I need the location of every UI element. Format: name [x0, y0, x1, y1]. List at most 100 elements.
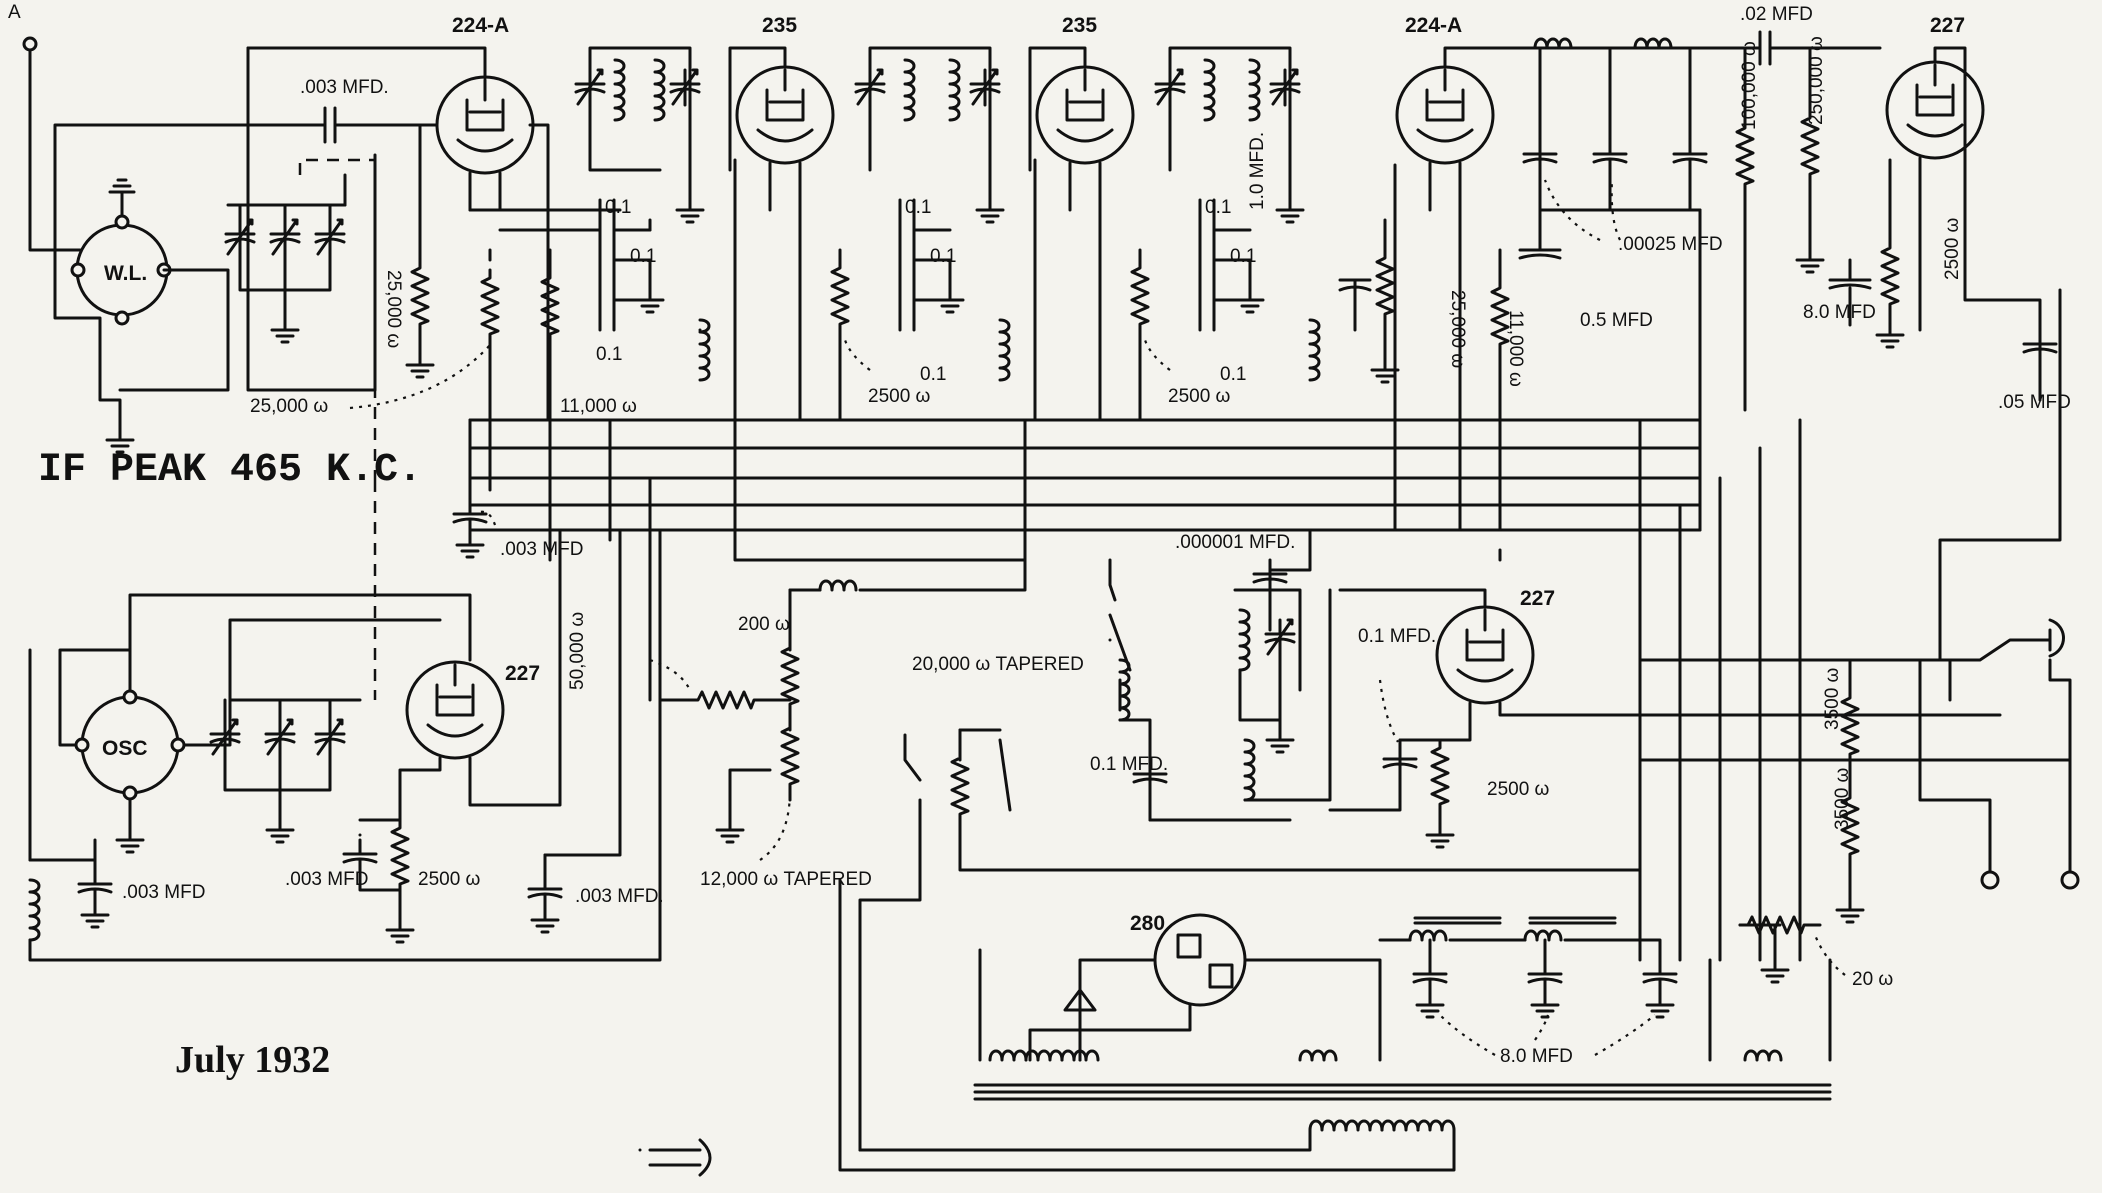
tone-control: 20,000 ω TAPERED	[858, 654, 1642, 1152]
tube-det2-label: 227	[1520, 587, 1555, 610]
cap-003-top: .003 MFD.	[246, 77, 422, 144]
c05-label: 0.5 MFD	[1580, 310, 1653, 331]
rf-choke-filter: .00025 MFD	[1522, 37, 1723, 255]
c000001-label: .000001 MFD.	[1175, 532, 1295, 553]
detector-network: 1.0 MFD. 25,000 ω 11,000 ω 0.5 MFD	[1247, 132, 1653, 422]
line-cord-plug	[638, 878, 862, 1177]
cap-05-output: .05 MFD	[1998, 328, 2071, 413]
osc-tank: .003 MFD	[28, 528, 662, 962]
tube-2-label: 235	[762, 14, 797, 37]
r25000-c-label: 25,000 ω	[1447, 290, 1468, 368]
hum-balance: 20 ω	[1738, 915, 1893, 990]
tuning-cap-gang-1	[224, 173, 347, 344]
cap-000001: .000001 MFD.	[1175, 528, 1332, 802]
c8-top-label: 8.0 MFD	[1803, 302, 1876, 323]
tuning-cap-gang-2	[209, 698, 362, 844]
c01-i-label: 0.1	[1220, 364, 1246, 385]
tube-1: 224-A	[246, 14, 550, 422]
r3500-a-label: 3500 ω	[1822, 667, 1843, 730]
tube-5-bias: 8.0 MFD 2500 ω	[1803, 217, 1963, 349]
tube-det2: 227	[1328, 548, 1642, 812]
date-label: July 1932	[175, 1039, 330, 1081]
r11000-a-label: 11,000 ω	[560, 396, 637, 417]
stage1-bias: 25,000 ω 11,000 ω	[250, 208, 637, 492]
tube-2: 235	[728, 14, 835, 422]
c02-label: .02 MFD	[1740, 4, 1813, 25]
c00025-label: .00025 MFD	[1618, 234, 1723, 255]
tube-osc-label: 227	[505, 662, 540, 685]
audio-resistors: 100,000 ω 250,000 ω	[1735, 36, 1827, 412]
cap-01-mfd-left: 0.1 MFD.	[1090, 738, 1168, 822]
wl-coil-label: W.L.	[104, 262, 147, 285]
osc-bias: .003 MFD 2500 ω .003 MFD.	[285, 528, 664, 944]
r25000-b-label: 25,000 ω	[250, 396, 328, 417]
c01-mfd-l-label: 0.1 MFD.	[1090, 754, 1168, 775]
tube-5-label: 227	[1930, 14, 1965, 37]
tube-3-label: 235	[1062, 14, 1097, 37]
r200-label: 200 ω	[738, 614, 790, 635]
c01-b-label: 0.1	[630, 246, 656, 267]
r2500-a-label: 2500 ω	[868, 386, 931, 407]
det2-bias: 0.1 MFD. 2500 ω	[1358, 626, 1550, 849]
c01-c-label: 0.1	[596, 344, 622, 365]
tube-4-label: 224-A	[1405, 14, 1462, 37]
bus-lines	[468, 208, 2072, 962]
r2500-d-label: 2500 ω	[1487, 779, 1550, 800]
c003-osc2-label: .003 MFD	[285, 869, 368, 890]
speaker-jack	[1918, 288, 2080, 890]
if-peak-title: IF PEAK 465 K.C.	[38, 448, 422, 493]
r25000-a-label: 25,000 ω	[383, 270, 404, 348]
r2500-c-label: 2500 ω	[1942, 217, 1963, 280]
cap-003-top-label: .003 MFD.	[300, 77, 389, 98]
bypass-caps-stage1: 0.1 0.1 0.1	[596, 197, 665, 365]
r100000-label: 100,000 ω	[1739, 41, 1760, 130]
tube-osc: 227	[398, 528, 562, 822]
c01-d-label: 0.1	[905, 197, 931, 218]
c10-label: 1.0 MFD.	[1247, 132, 1268, 210]
c01-a-label: 0.1	[605, 197, 631, 218]
c003-mid-label: .003 MFD	[500, 539, 583, 560]
power-transformer	[838, 948, 1832, 1172]
r3500-b-label: 3500 ω	[1832, 767, 1853, 830]
tube-5: 227	[1885, 14, 2042, 332]
c01-h-label: 0.1	[1230, 246, 1256, 267]
tube-rect-label: 280	[1130, 912, 1165, 935]
r11000-b-label: 11,000 ω	[1505, 310, 1526, 387]
voltage-divider: 3500 ω 3500 ω	[1822, 658, 1865, 924]
if-transformer-2	[854, 46, 1011, 382]
r50000-label: 50,000 ω	[567, 612, 588, 690]
tube-4: 224-A	[1393, 14, 1702, 422]
cap-02: .02 MFD	[1698, 4, 1882, 66]
cap-003-mid: .003 MFD	[452, 418, 583, 560]
c003-osc1-label: .003 MFD	[122, 882, 205, 903]
stage2-bias: 0.1 0.1 0.1 2500 ω	[830, 197, 965, 422]
rectifier-tube: 280	[1028, 912, 1382, 1062]
c8-psu-label: 8.0 MFD	[1500, 1046, 1573, 1067]
wavetrap-coil: W.L.	[53, 46, 377, 454]
tube-3: 235	[1028, 14, 1135, 422]
c05b-label: .05 MFD	[1998, 392, 2071, 413]
r2500-b-label: 2500 ω	[1168, 386, 1231, 407]
tube-1-label: 224-A	[452, 14, 509, 37]
r2500-osc-label: 2500 ω	[418, 869, 481, 890]
osc-coil-label: OSC	[102, 737, 148, 760]
r20-label: 20 ω	[1852, 969, 1893, 990]
c01-e-label: 0.1	[930, 246, 956, 267]
r12000-label: 12,000 ω TAPERED	[700, 869, 872, 890]
gang-link	[298, 155, 377, 700]
c01-g-label: 0.1	[1205, 197, 1231, 218]
c003-osc3-label: .003 MFD.	[575, 886, 664, 907]
power-filter: 8.0 MFD	[1378, 916, 1678, 1067]
volume-network: 50,000 ω 200 ω 12,000 ω TAPERED	[567, 558, 1027, 890]
resistor-25000-a: 25,000 ω	[383, 123, 435, 379]
if-transformer-3	[1154, 46, 1321, 382]
if-transformer-1	[574, 46, 711, 382]
antenna-input: A	[8, 2, 82, 252]
c01-mfd-r-label: 0.1 MFD.	[1358, 626, 1436, 647]
c01-f-label: 0.1	[920, 364, 946, 385]
antenna-label: A	[8, 2, 21, 23]
stage3-bias: 0.1 0.1 0.1 2500 ω	[1130, 197, 1265, 422]
r250000-label: 250,000 ω	[1806, 36, 1827, 125]
r20000-label: 20,000 ω TAPERED	[912, 654, 1084, 675]
